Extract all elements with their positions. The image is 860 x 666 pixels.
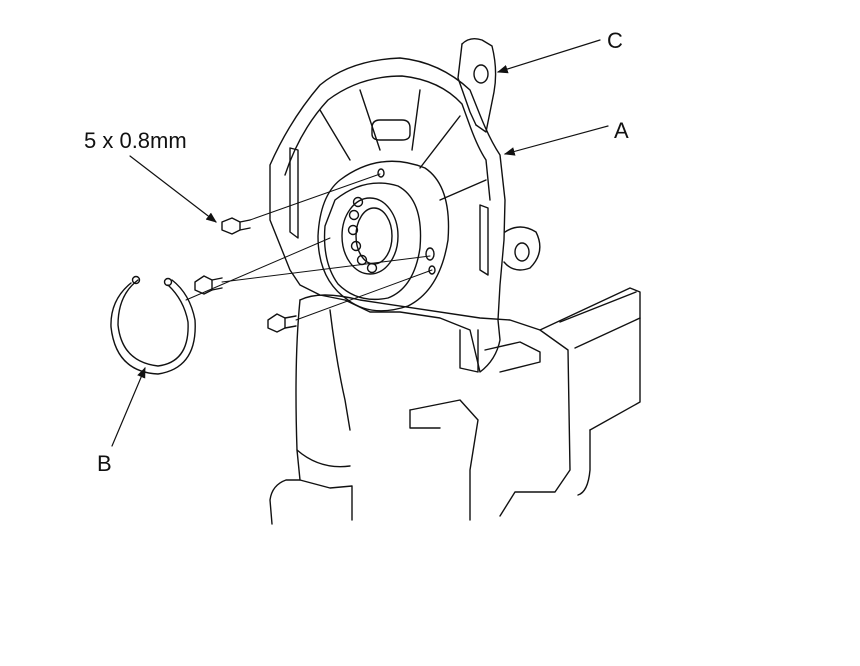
fastener-spec-label: 5 x 0.8mm xyxy=(84,128,187,153)
bolt-alignment-lines xyxy=(185,173,433,321)
leader-c xyxy=(496,39,601,74)
leader-a xyxy=(503,125,609,156)
bolt-middle xyxy=(194,275,223,295)
knuckle-arm xyxy=(457,37,497,133)
drive-shaft xyxy=(539,287,641,496)
knuckle-body xyxy=(269,294,571,525)
callout-b-label: B xyxy=(97,451,112,476)
tie-rod-boss xyxy=(503,226,541,271)
callout-c-label: C xyxy=(607,28,623,53)
bolt-upper xyxy=(221,217,251,235)
hub-bearing xyxy=(317,160,450,312)
bolt-lower xyxy=(267,313,297,333)
splash-shield xyxy=(269,57,506,373)
leader-b xyxy=(111,367,146,447)
leader-lines xyxy=(111,39,609,447)
snap-ring xyxy=(110,275,196,375)
callout-a-label: A xyxy=(614,118,629,143)
leader-fastener-spec xyxy=(129,155,217,223)
